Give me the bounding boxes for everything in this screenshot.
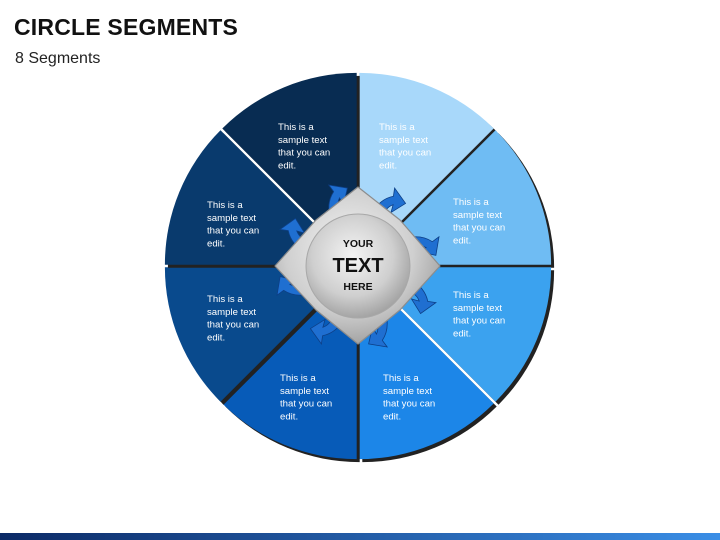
segment-5 (222, 269, 357, 460)
segment-text-line: edit. (379, 160, 397, 171)
segment-text-line: edit. (453, 328, 471, 339)
segment-text-line: This is a (280, 373, 316, 384)
segment-text-line: sample text (453, 210, 502, 221)
hub-disc (305, 213, 411, 319)
segment-text-line: This is a (278, 122, 314, 133)
segment-text-line: sample text (207, 307, 256, 318)
segment-text-line: sample text (383, 386, 432, 397)
segment-text-line: that you can (453, 223, 505, 234)
segment-text-line: that you can (278, 148, 330, 159)
segment-text-line: This is a (453, 197, 489, 208)
segment-text-line: sample text (280, 386, 329, 397)
page-title: CIRCLE SEGMENTS (14, 14, 239, 40)
hub-line-3: HERE (343, 281, 372, 293)
segment-text-line: This is a (207, 200, 243, 211)
segment-text-line: sample text (278, 135, 327, 146)
segment-text-line: sample text (379, 135, 428, 146)
segment-text-line: This is a (383, 373, 419, 384)
segment-text-line: sample text (453, 303, 502, 314)
segment-text-line: that you can (280, 399, 332, 410)
segment-text-line: that you can (453, 316, 505, 327)
segment-text-line: This is a (207, 294, 243, 305)
segment-text-line: This is a (379, 122, 415, 133)
segment-text-line: edit. (278, 160, 296, 171)
footer-bar (0, 533, 720, 540)
segment-text-line: that you can (207, 320, 259, 331)
page-subtitle: 8 Segments (15, 50, 101, 67)
segment-text-line: that you can (383, 399, 435, 410)
segment-text-line: edit. (383, 411, 401, 422)
hub-line-1: YOUR (343, 238, 374, 250)
segment-4 (359, 269, 494, 460)
segment-text-line: sample text (207, 213, 256, 224)
hub-line-2: TEXT (332, 255, 383, 277)
segment-text-line: that you can (379, 148, 431, 159)
segment-text-line: that you can (207, 226, 259, 237)
segment-text-line: edit. (453, 235, 471, 246)
segment-text-line: This is a (453, 290, 489, 301)
hub: YOUR TEXT HERE (274, 186, 441, 345)
segment-text-line: edit. (207, 332, 225, 343)
segment-text-line: edit. (207, 238, 225, 249)
segment-text-line: edit. (280, 411, 298, 422)
